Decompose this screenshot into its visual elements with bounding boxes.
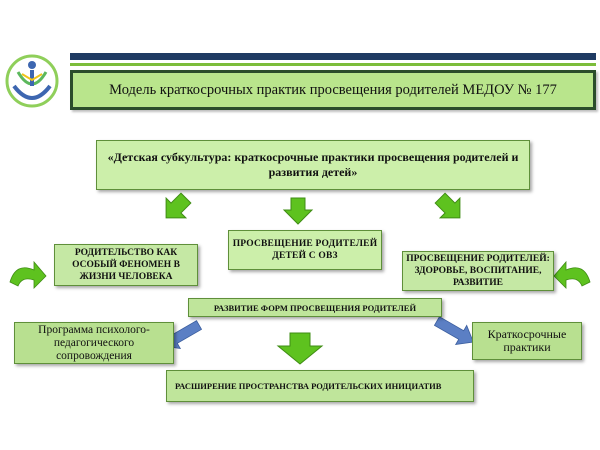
- arrow-down-left: [165, 192, 192, 219]
- diagram-title: Модель краткосрочных практик просвещения…: [70, 70, 596, 110]
- arrow-down-right: [434, 192, 461, 219]
- node-parent-education-health: ПРОСВЕЩЕНИЕ РОДИТЕЛЕЙ: ЗДОРОВЬЕ, ВОСПИТА…: [402, 251, 554, 291]
- node-parenthood-phenomenon: РОДИТЕЛЬСТВО КАК ОСОБЫЙ ФЕНОМЕН В ЖИЗНИ …: [54, 244, 198, 286]
- node-development-forms: РАЗВИТИЕ ФОРМ ПРОСВЕЩЕНИЯ РОДИТЕЛЕЙ: [188, 298, 442, 317]
- logo-icon: [4, 52, 60, 110]
- node-initiatives-expansion: РАСШИРЕНИЕ ПРОСТРАНСТВА РОДИТЕЛЬСКИХ ИНИ…: [166, 370, 474, 402]
- header-stripe: [70, 63, 596, 66]
- arrow-curve-right: [553, 260, 591, 289]
- diagram-subtitle: «Детская субкультура: краткосрочные прак…: [96, 140, 530, 190]
- header-bar: [70, 53, 596, 60]
- arrow-curve-left: [9, 260, 47, 289]
- node-parent-education-ovz: ПРОСВЕЩЕНИЕ РОДИТЕЛЕЙ ДЕТЕЙ С ОВЗ: [228, 230, 382, 270]
- arrow-down-big: [276, 332, 324, 365]
- arrow-down-center: [282, 197, 314, 225]
- node-support-program: Программа психолого-педагогического сопр…: [14, 322, 174, 364]
- node-short-practices: Краткосрочные практики: [472, 322, 582, 360]
- arrow-blue-right: [433, 316, 474, 346]
